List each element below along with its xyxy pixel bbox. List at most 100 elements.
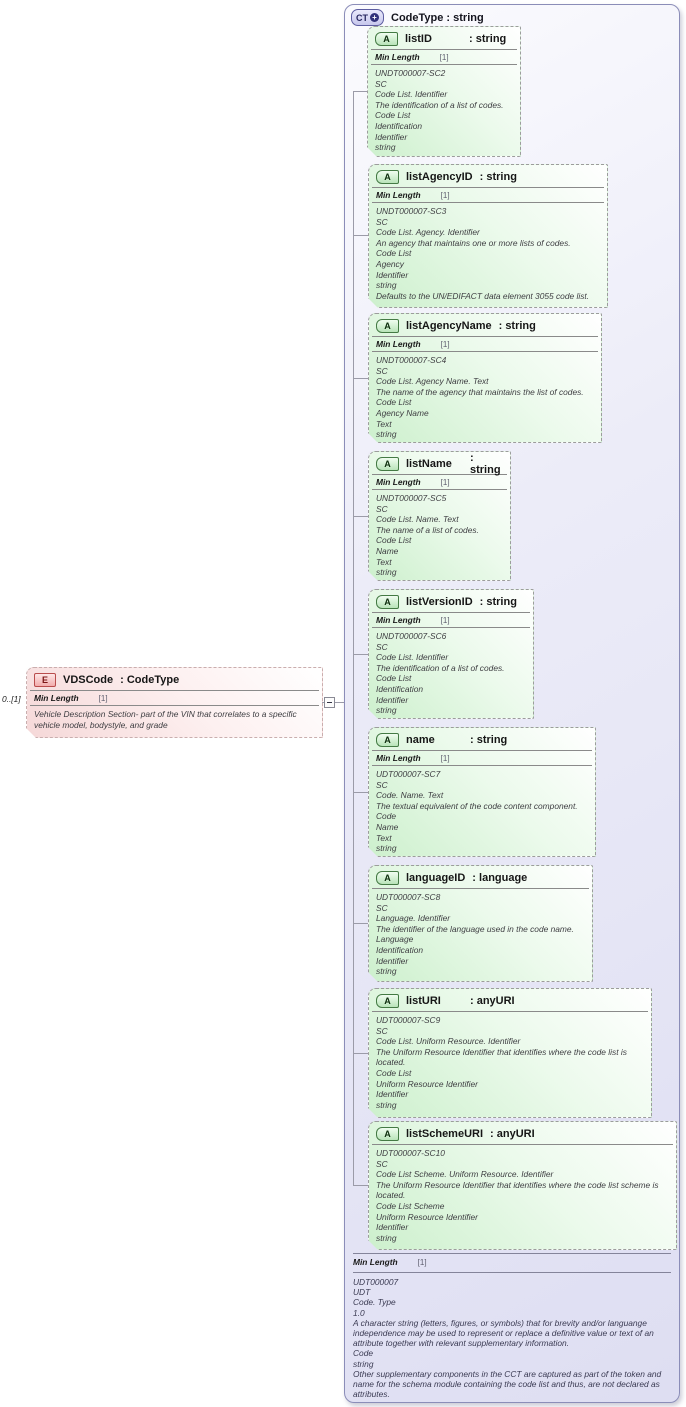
connector-stub: [353, 235, 368, 236]
connector-stub: [353, 91, 368, 92]
divider: [30, 705, 319, 706]
attr-desc-line: string: [375, 142, 396, 153]
facet-value: [1]: [440, 478, 450, 487]
attr-desc-line: Identification: [375, 120, 423, 131]
attribute-type: : language: [472, 871, 528, 884]
attr-desc-line: Code List. Identifier: [375, 89, 448, 100]
facet-value: [1]: [440, 754, 450, 763]
attr-desc-line: Code List. Identifier: [376, 652, 449, 663]
attr-desc-line: Identification: [376, 683, 424, 694]
attr-desc-line: SC: [376, 503, 388, 514]
attr-desc-line: Code List. Agency. Identifier: [376, 227, 480, 238]
element-name: VDSCode: [63, 673, 114, 686]
facet-min-length: Min Length[1]: [369, 613, 533, 627]
divider: [372, 187, 604, 188]
divider: [372, 351, 598, 352]
divider: [372, 489, 507, 490]
facet-min-length: Min Length [1]: [369, 188, 607, 202]
attr-desc-line: The textual equivalent of the code conte…: [376, 800, 578, 811]
divider: [372, 474, 507, 475]
complextype-badge-label: CT: [356, 12, 368, 23]
attr-desc-line: An agency that maintains one or more lis…: [376, 237, 571, 248]
facet-min-length: Min Length[1]: [369, 751, 595, 765]
divider: [372, 888, 589, 889]
attr-desc-line: UNDT000007-SC2: [375, 68, 446, 78]
attr-desc-line: Identifier: [376, 955, 409, 966]
attr-desc-line: Code List Scheme. Uniform Resource. Iden…: [376, 1169, 554, 1180]
facet-name: Min Length: [34, 693, 79, 703]
facet-min-length: Min Length [1]: [27, 691, 322, 705]
expand-plus-icon[interactable]: +: [370, 13, 379, 22]
facet-name: Min Length: [376, 477, 421, 487]
attribute-type: : anyURI: [470, 994, 515, 1007]
attr-desc-line: string: [376, 705, 397, 716]
attribute-name: listURI: [406, 994, 441, 1007]
attr-desc-line: UDT000007-SC10: [376, 1148, 445, 1158]
divider: [372, 765, 592, 766]
attr-desc-line: Language. Identifier: [376, 913, 451, 924]
attr-desc-line: string: [376, 843, 397, 854]
facet-value: [1]: [440, 616, 450, 625]
collapse-icon[interactable]: [324, 697, 335, 708]
facet-name: Min Length: [376, 190, 421, 200]
complextype-title: CodeType : string: [391, 11, 484, 24]
facet-value: [1]: [440, 191, 450, 200]
attribute-type: : string: [470, 451, 501, 476]
attr-desc-line: UNDT000007-SC3: [376, 206, 447, 216]
attr-desc-line: UNDT000007-SC5: [376, 493, 447, 503]
attr-desc-line: Code List: [375, 110, 411, 121]
attr-desc-line: Language: [376, 934, 414, 945]
complextype-badge: CT +: [351, 9, 384, 26]
divider: [372, 627, 530, 628]
attribute-badge: A: [376, 1127, 399, 1141]
attr-desc-line: The name of a list of codes.: [376, 524, 479, 535]
attr-desc-line: Code List. Uniform Resource. Identifier: [376, 1036, 521, 1047]
attribute-badge: A: [376, 319, 399, 333]
connector-stub: [353, 1185, 368, 1186]
type-desc-line: string: [353, 1358, 374, 1369]
complextype-header[interactable]: CT + CodeType : string: [351, 9, 484, 26]
attr-desc-line: SC: [376, 365, 388, 376]
attribute-badge: A: [376, 871, 399, 885]
attr-desc-line: SC: [376, 1158, 388, 1169]
element-box-vdscode[interactable]: E VDSCode : CodeType Min Length [1] Vehi…: [26, 667, 323, 738]
divider: [372, 1144, 673, 1145]
attr-desc-line: Code List. Agency Name. Text: [376, 376, 489, 387]
attribute-name: listName: [406, 457, 452, 470]
attribute-name: name: [406, 733, 435, 746]
attr-desc-line: The identification of a list of codes.: [375, 99, 504, 110]
type-desc-line: Other supplementary components in the CC…: [353, 1368, 662, 1400]
attr-desc-line: UDT000007-SC7: [376, 769, 441, 779]
attribute-type: : string: [470, 733, 508, 746]
facet-value: [1]: [417, 1258, 427, 1267]
divider: [371, 64, 517, 65]
connector-trunk: [353, 91, 354, 1185]
attribute-badge: A: [376, 994, 399, 1008]
attribute-badge: A: [376, 733, 399, 747]
attribute-name: listVersionID: [406, 595, 473, 608]
attr-desc-line: Code List. Name. Text: [376, 514, 459, 525]
attr-desc-line: The Uniform Resource Identifier that ide…: [376, 1179, 659, 1201]
attr-desc-line: Code List Scheme: [376, 1200, 445, 1211]
connector-stub: [353, 378, 368, 379]
attr-desc-line: UDT000007-SC8: [376, 892, 441, 902]
